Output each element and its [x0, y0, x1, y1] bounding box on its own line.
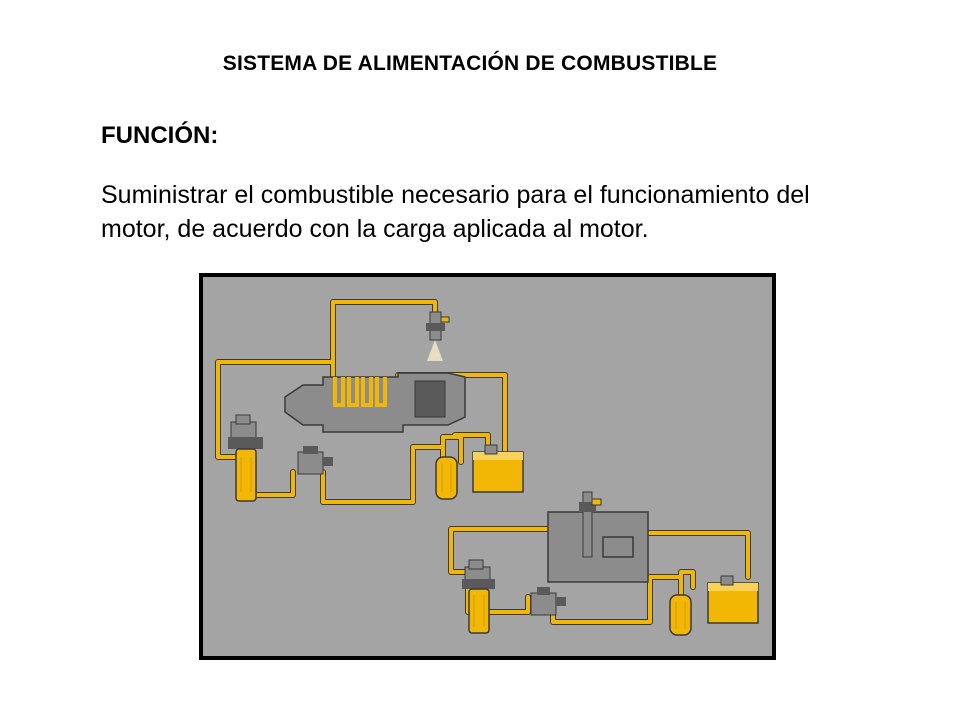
fuel-system-diagram	[199, 273, 776, 660]
fuel-filter-upper-left	[228, 414, 263, 502]
fuel-tank-upper	[472, 444, 524, 493]
fuel-injector-upper	[426, 311, 450, 361]
function-description: Suministrar el combustible necesario par…	[101, 181, 810, 243]
fuel-filter-lower-left	[462, 559, 495, 634]
fuel-lines	[215, 299, 751, 625]
fuel-tank-lower	[707, 575, 759, 624]
section-heading-function: FUNCIÓN:	[101, 122, 219, 149]
fuel-filter-lower-right	[669, 594, 692, 636]
injection-pump-lower	[547, 491, 649, 583]
transfer-pump-lower	[530, 587, 566, 616]
engine-block	[284, 372, 466, 433]
slide-title: SISTEMA DE ALIMENTACIÓN DE COMBUSTIBLE	[222, 52, 718, 75]
fuel-filter-upper-right	[435, 456, 458, 500]
transfer-pump-upper	[297, 446, 333, 475]
